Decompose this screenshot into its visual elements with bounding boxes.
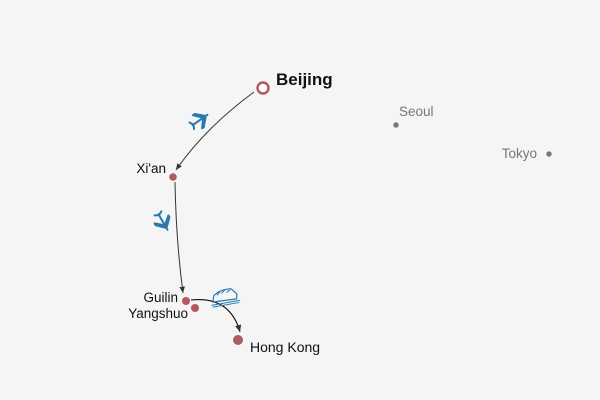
- city-label-seoul: Seoul: [399, 104, 434, 119]
- route-segment-beijing-xian: [175, 91, 255, 171]
- city-marker-guilin: [182, 297, 190, 305]
- city-label-beijing: Beijing: [276, 70, 333, 89]
- city-label-tokyo: Tokyo: [502, 146, 537, 161]
- city-label-hong-kong: Hong Kong: [250, 339, 320, 355]
- city-marker-yangshuo: [191, 304, 199, 312]
- city-marker-hong-kong: [233, 335, 243, 345]
- train-icon: [211, 288, 241, 308]
- city-label-guilin: Guilin: [143, 290, 178, 305]
- city-marker-xian: [169, 173, 177, 181]
- city-marker-seoul: [393, 122, 399, 128]
- airplane-icon: [188, 113, 209, 131]
- city-label-xian: Xi'an: [136, 161, 166, 176]
- airplane-icon: [153, 210, 171, 231]
- route-segment-xian-guilin: [174, 181, 185, 294]
- city-marker-tokyo: [546, 151, 552, 157]
- city-marker-beijing: [256, 81, 270, 95]
- city-label-yangshuo: Yangshuo: [128, 306, 188, 321]
- route-segment-guilin-hongkong: [190, 299, 242, 333]
- route-lines: [174, 91, 255, 333]
